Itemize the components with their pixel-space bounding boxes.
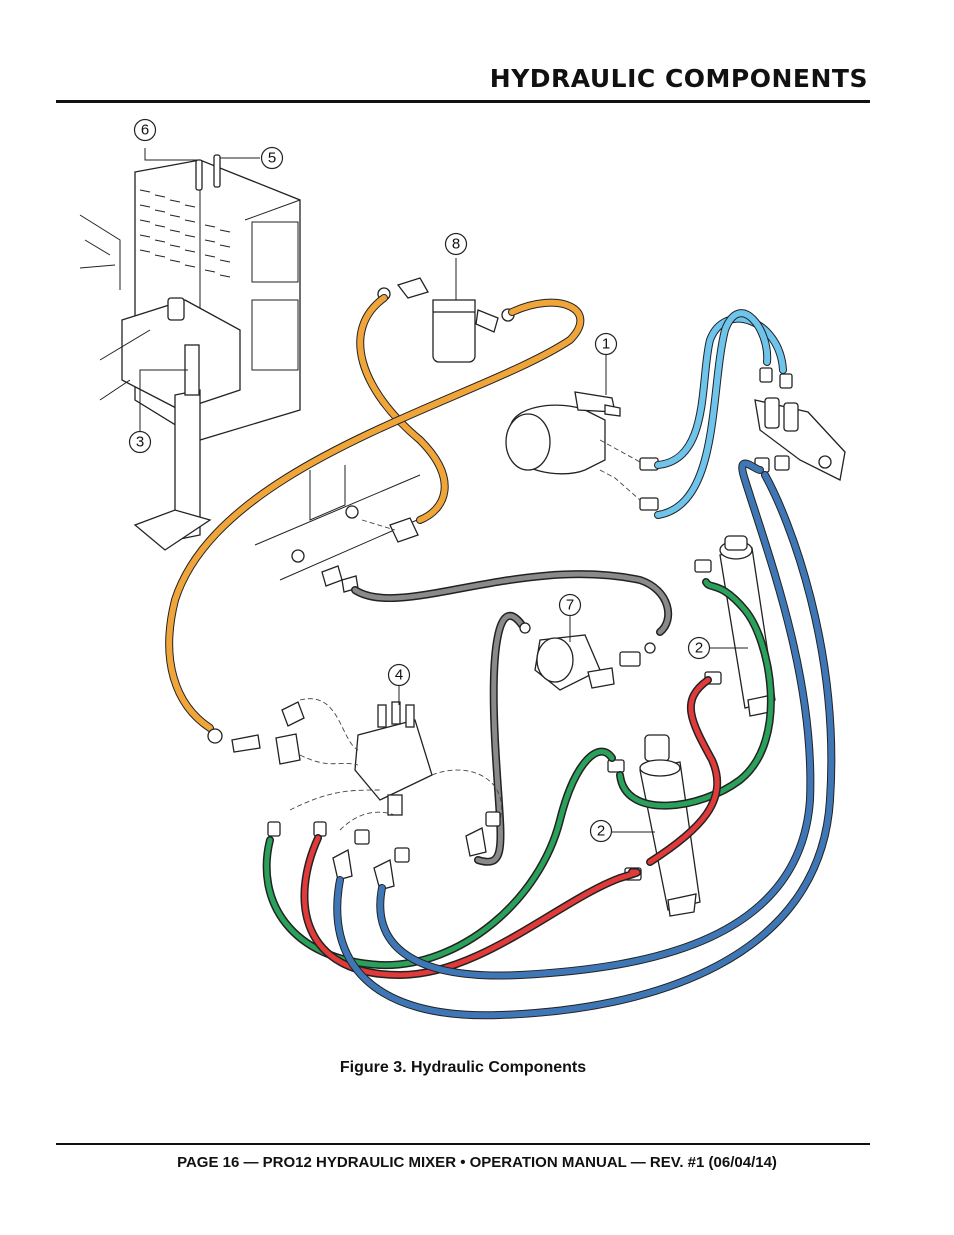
callout-3: 3: [128, 430, 152, 454]
svg-text:8: 8: [452, 236, 460, 253]
callout-2b: 2: [589, 819, 613, 843]
svg-text:7: 7: [566, 597, 574, 614]
engine-assembly: [79, 148, 301, 551]
svg-text:3: 3: [136, 434, 144, 451]
callout-6: 6: [133, 118, 157, 142]
header-rule: [56, 100, 870, 103]
callout-8: 8: [444, 232, 468, 256]
page-footer: PAGE 16 — PRO12 HYDRAULIC MIXER • OPERAT…: [177, 1154, 777, 1171]
svg-text:6: 6: [141, 122, 149, 139]
callout-1: 1: [594, 332, 618, 356]
callout-2a: 2: [687, 636, 711, 660]
callout-7: 7: [558, 593, 582, 617]
footer-rule: [56, 1143, 870, 1145]
hydraulic-cylinder-upper: [694, 535, 776, 717]
lower-fittings: [267, 811, 501, 891]
callout-4: 4: [387, 663, 411, 687]
svg-text:2: 2: [695, 640, 703, 657]
filter-assembly: [377, 258, 515, 363]
control-valve: [207, 686, 502, 831]
svg-text:2: 2: [597, 823, 605, 840]
svg-text:4: 4: [395, 667, 403, 684]
gear-pump: [519, 616, 656, 691]
svg-text:5: 5: [268, 150, 276, 167]
callout-5: 5: [260, 146, 284, 170]
page-title: HYDRAULIC COMPONENTS: [489, 64, 868, 93]
valve-bracket: [754, 367, 846, 481]
svg-text:1: 1: [602, 336, 610, 353]
hydraulic-motor: [505, 355, 659, 511]
figure-caption: Figure 3. Hydraulic Components: [339, 1059, 587, 1076]
hydraulic-cylinder-lower: [607, 734, 701, 917]
